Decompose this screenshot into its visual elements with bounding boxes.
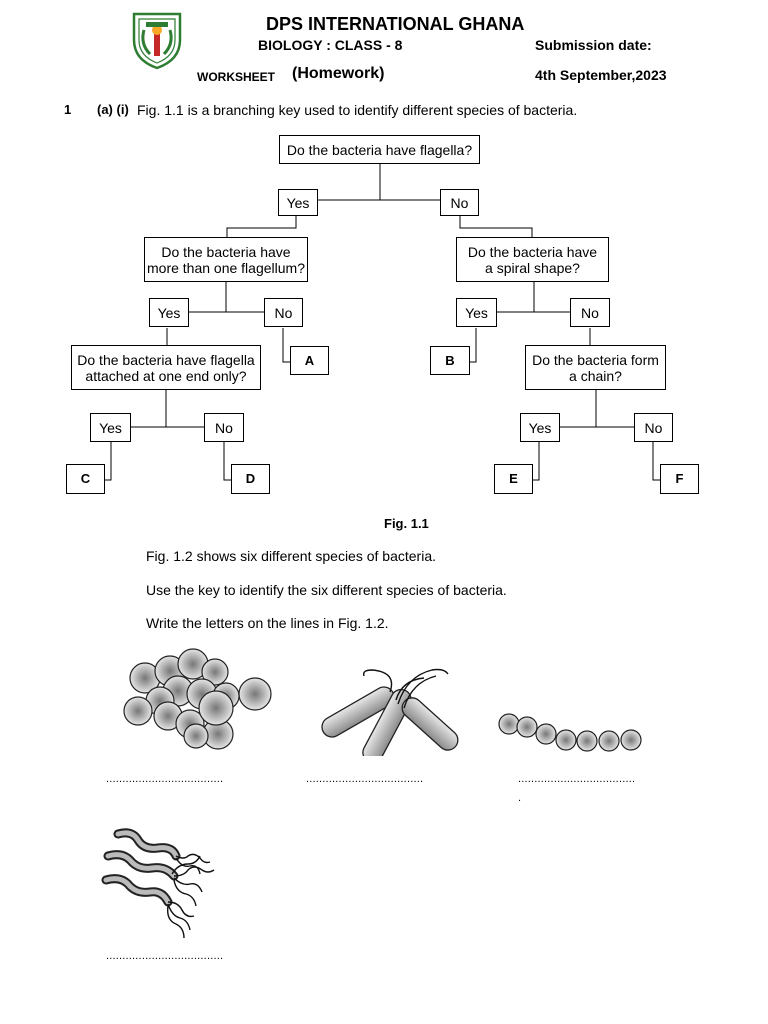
key-letter-e: E bbox=[494, 464, 533, 494]
answer-line-2[interactable]: .................................... bbox=[306, 773, 424, 785]
stray-mark: . bbox=[518, 792, 522, 804]
instruction-2: Use the key to identify the six differen… bbox=[146, 582, 507, 598]
key-yes-1: Yes bbox=[278, 189, 318, 216]
school-name: DPS INTERNATIONAL GHANA bbox=[266, 14, 525, 34]
key-yes-3: Yes bbox=[456, 298, 497, 327]
school-logo bbox=[132, 12, 182, 70]
bacteria-spiral-flagella-illustration bbox=[101, 828, 215, 939]
key-no-2: No bbox=[264, 298, 303, 327]
instruction-3: Write the letters on the lines in Fig. 1… bbox=[146, 615, 389, 631]
figure-caption: Fig. 1.1 bbox=[384, 516, 429, 531]
key-yes-4: Yes bbox=[90, 413, 131, 442]
key-no-4: No bbox=[204, 413, 244, 442]
instruction-1: Fig. 1.2 shows six different species of … bbox=[146, 548, 436, 564]
answer-line-1[interactable]: .................................... bbox=[106, 773, 224, 785]
key-letter-d: D bbox=[231, 464, 270, 494]
question-text: Fig. 1.1 is a branching key used to iden… bbox=[137, 102, 578, 118]
bacteria-rods-flagella-illustration bbox=[321, 668, 459, 756]
key-yes-5: Yes bbox=[520, 413, 560, 442]
key-yes-2: Yes bbox=[149, 298, 189, 327]
bacteria-cluster-illustration bbox=[123, 648, 272, 750]
question-number: 1 bbox=[64, 102, 72, 117]
key-letter-c: C bbox=[66, 464, 105, 494]
key-no-5: No bbox=[634, 413, 673, 442]
key-question-flagella: Do the bacteria have flagella? bbox=[279, 135, 480, 164]
bacteria-chain-illustration bbox=[498, 713, 642, 752]
worksheet-label: WORKSHEET bbox=[197, 70, 275, 84]
submission-label: Submission date: bbox=[535, 37, 652, 53]
key-letter-f: F bbox=[660, 464, 699, 494]
answer-line-4[interactable]: .................................... bbox=[106, 950, 224, 962]
subject-class: BIOLOGY : CLASS - 8 bbox=[258, 37, 403, 53]
question-part: (a) (i) bbox=[97, 102, 129, 117]
key-letter-a: A bbox=[290, 346, 329, 375]
key-no-1: No bbox=[440, 189, 479, 216]
key-no-3: No bbox=[570, 298, 610, 327]
submission-date: 4th September,2023 bbox=[535, 67, 667, 83]
homework-label: (Homework) bbox=[292, 65, 385, 82]
answer-line-3[interactable]: .................................... bbox=[518, 773, 636, 785]
key-letter-b: B bbox=[430, 346, 470, 375]
